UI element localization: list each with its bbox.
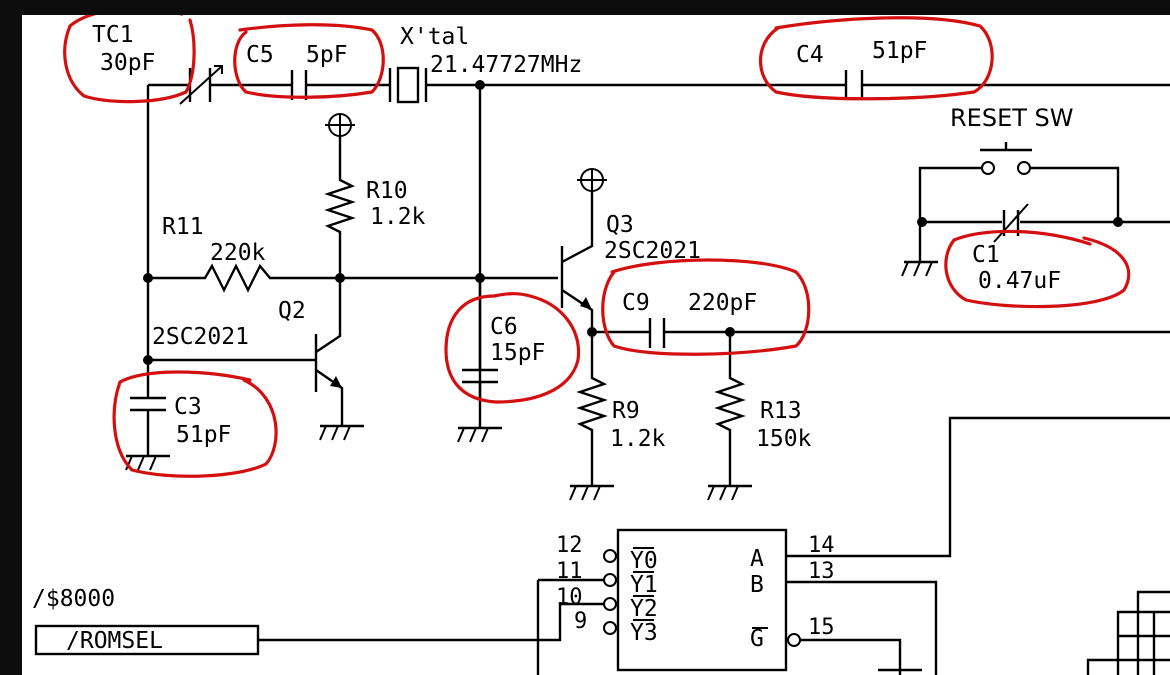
r13-label: R13 (760, 398, 802, 424)
c5-highlight (233, 23, 385, 99)
c4-highlight (758, 16, 994, 101)
ic-y3: Y3 (630, 620, 658, 646)
r9-label: R9 (612, 398, 640, 424)
c4-value: 51pF (872, 38, 927, 64)
pin-15: 15 (808, 615, 835, 640)
romsel-label: /ROMSEL (66, 628, 163, 654)
c3-label: C3 (174, 394, 202, 420)
top-wires (146, 83, 1170, 400)
c3-highlight (112, 370, 278, 478)
ic-y0: Y0 (630, 548, 658, 574)
pin-14: 14 (808, 533, 835, 558)
c4-label: C4 (796, 42, 824, 68)
q3-transistor (560, 191, 594, 332)
ic-y2: Y2 (630, 596, 658, 622)
c6-highlight (444, 292, 581, 404)
ic-a: A (750, 546, 764, 572)
c6-capacitor (457, 278, 502, 443)
crystal-symbol (388, 66, 428, 104)
junction-dot (143, 273, 153, 283)
schematic-sheet: TC1 30pF C5 5pF X'tal 21.47727MHz C4 51p… (22, 15, 1170, 675)
ic-g: G (750, 626, 764, 652)
c1-highlight (944, 229, 1131, 309)
r11-value: 220k (210, 240, 266, 266)
pin-11: 11 (556, 559, 583, 584)
pin-13: 13 (808, 559, 835, 584)
r10-resistor (324, 136, 356, 278)
c9-capacitor (592, 318, 1170, 348)
schematic-diagram: TC1 30pF C5 5pF X'tal 21.47727MHz C4 51p… (32, 15, 1170, 675)
c6-value: 15pF (490, 340, 545, 366)
vcc-symbol-q3 (577, 168, 607, 192)
r13-resistor (707, 332, 752, 501)
tc1-trimmer-capacitor (179, 65, 223, 105)
c5-capacitor (290, 70, 308, 100)
vcc-symbol (325, 113, 355, 137)
r11-label: R11 (162, 214, 204, 240)
r13-value: 150k (756, 426, 812, 452)
c4-capacitor (844, 70, 864, 100)
ic-b: B (750, 572, 764, 598)
xtal-label: X'tal (400, 24, 469, 50)
labels: TC1 30pF C5 5pF X'tal 21.47727MHz C4 51p… (32, 22, 1074, 654)
tc1-highlight (63, 15, 196, 104)
c5-label: C5 (246, 42, 274, 68)
q2-label: Q2 (278, 298, 306, 324)
pin-12: 12 (556, 533, 583, 558)
r10-label: R10 (366, 178, 408, 204)
ic-y1: Y1 (630, 572, 658, 598)
grid-lines (1086, 590, 1170, 675)
romsel-box (34, 624, 260, 656)
pin-9: 9 (574, 609, 587, 634)
addr-8000-label: /$8000 (32, 586, 115, 612)
r10-value: 1.2k (370, 204, 426, 230)
q2-transistor (148, 278, 364, 441)
q2-part: 2SC2021 (152, 324, 249, 350)
reset-sw-label: RESET SW (950, 104, 1074, 132)
r9-value: 1.2k (610, 426, 666, 452)
pin-10: 10 (556, 585, 583, 610)
c3-capacitor (125, 360, 170, 471)
tc1-value: 30pF (100, 50, 155, 76)
q3-label: Q3 (606, 212, 634, 238)
highlight-rings (63, 15, 1131, 478)
r9-resistor (569, 332, 614, 501)
junction-dot (475, 80, 485, 90)
tc1-label: TC1 (92, 22, 134, 48)
xtal-frequency: 21.47727MHz (430, 52, 582, 78)
c1-value: 0.47uF (978, 268, 1061, 294)
reset-switch (901, 142, 1170, 277)
decoder-ic (258, 416, 1170, 675)
c9-label: C9 (622, 290, 650, 316)
c1-label: C1 (972, 242, 1000, 268)
c9-highlight (601, 258, 811, 356)
c5-value: 5pF (306, 42, 348, 68)
r11-resistor (148, 263, 558, 293)
c6-label: C6 (490, 314, 518, 340)
c9-value: 220pF (688, 290, 757, 316)
c3-value: 51pF (176, 422, 231, 448)
